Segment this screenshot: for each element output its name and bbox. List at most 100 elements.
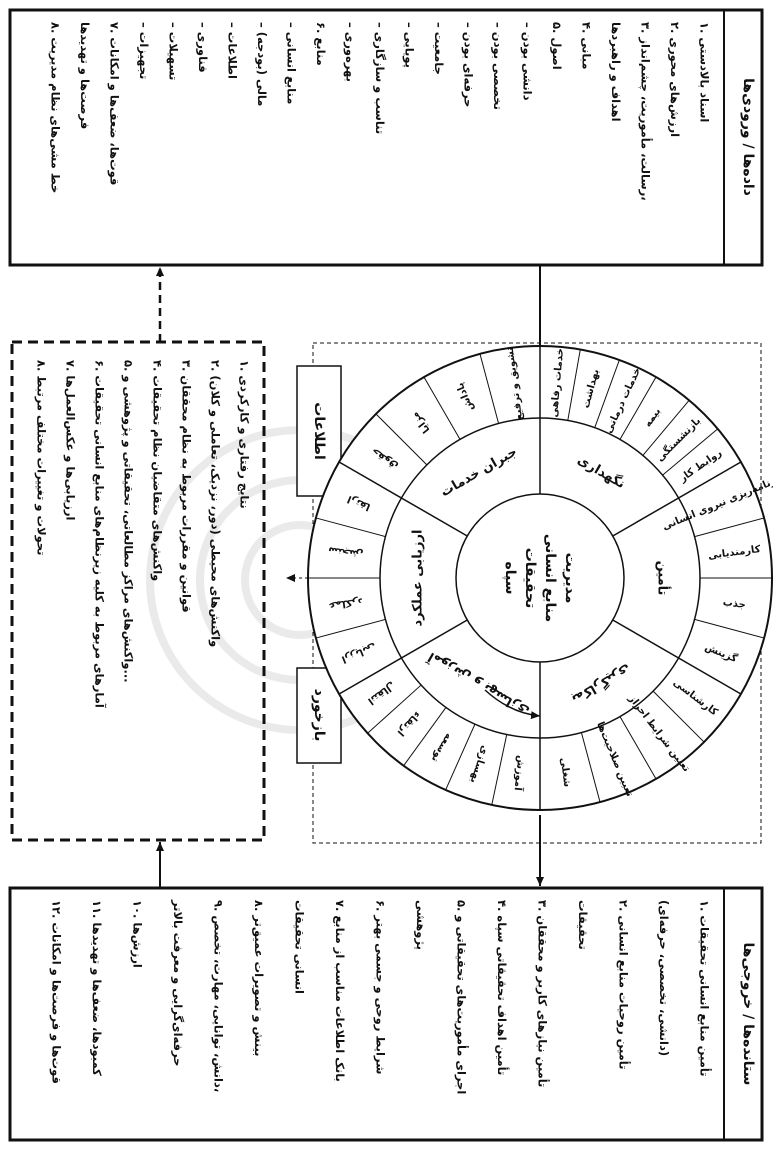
wheel-item-divider: [403, 707, 447, 766]
outputs-list: ۱. تأمین منابع انسانی تحقیقات(دانشی، تخص…: [49, 899, 713, 1094]
wheel-item-divider: [694, 517, 765, 538]
inputs-box: [8, 8, 764, 267]
inputs-item: اهداف و راهبردها: [608, 22, 623, 122]
wheel-item-divider: [315, 517, 386, 538]
inputs-item: – منابع انسانی: [285, 22, 299, 104]
outputs-item: ۸. بینش و تصویرات عمیق‌تر: [251, 900, 266, 1056]
environment-item: ۵. واکنش‌های مراکز مطالعاتی، تحقیقاتی و …: [121, 360, 136, 683]
inputs-item-text: – مالی (بودجه): [254, 22, 269, 106]
inputs-item: – فناوری: [195, 22, 210, 73]
wheel-item-label: جذب: [722, 597, 746, 611]
outputs-item-text: ۱۲. قوت‌ها و فرصت‌ها و امکانات: [49, 900, 64, 1084]
environment-item-text: ۳. قوانین و مقررات مربوط به نظام محققان: [179, 360, 194, 613]
inputs-title-group: داده‌ها / ورودی‌ها: [740, 78, 756, 196]
wheel-item-divider: [375, 413, 428, 466]
outputs-item: ۲. تأمین روحیات منابع انسانی: [616, 900, 632, 1069]
wheel-item-label: سنجش: [327, 544, 364, 560]
wheel-item-label: عملکرد: [328, 595, 364, 610]
environment-item-text: ۷. ارزیابی‌ها و عکس‌العمل‌ها: [63, 360, 78, 520]
feedback-label-group: بازخورد: [311, 689, 327, 742]
wheel-inner-ring: [455, 493, 625, 663]
outputs-item-text: ۱۱. کمبودها، ضعف‌ها و تهدیدها: [89, 900, 104, 1076]
inputs-item: ۵. اصول: [549, 22, 564, 70]
outputs-item-text: انسانی تحقیقات: [293, 900, 307, 994]
outputs-item: ۶. شرایط روحی و جسمی بهتر: [373, 900, 388, 1074]
environment-item: ۴. واکنش‌های متقاضیان نظام تحقیقات: [150, 360, 165, 581]
environment-item: ۷. ارزیابی‌ها و عکس‌العمل‌ها: [63, 360, 78, 520]
wheel-item-divider: [594, 359, 620, 428]
inputs-item-text: ۸. خط مشی‌های نظام مدیریت: [49, 22, 63, 193]
outputs-item: ۵. اجرای مأموریت‌های تحقیقاتی و: [454, 900, 470, 1094]
inputs-item-text: ۱. اسناد بالادستی: [698, 22, 712, 122]
inputs-item-text: فرصت‌ها و تهدیدها: [77, 22, 92, 129]
outputs-item: ۱۱. کمبودها، ضعف‌ها و تهدیدها: [89, 900, 104, 1076]
outputs-item: حرفه‌ای‌گرایی و معرفت بالاتر: [170, 899, 185, 1066]
outputs-item-text: پژوهشی: [413, 900, 428, 950]
feedback-label: بازخورد: [311, 689, 327, 742]
environment-item: ۳. قوانین و مقررات مربوط به نظام محققان: [179, 360, 194, 613]
environment-item: ۸. تحولات و تغییرات مختلف مرتبط: [34, 360, 49, 555]
inputs-item: – حرفه‌ای بودن: [461, 22, 476, 107]
wheel-center-text: تحقیقات: [522, 548, 538, 609]
inputs-title: داده‌ها / ورودی‌ها: [740, 78, 756, 196]
inputs-item: – بهره‌وری: [343, 22, 358, 82]
outputs-item: ۴. تأمین اهداف تحقیقاتی سپاه: [495, 900, 510, 1075]
inputs-item-text: – حرفه‌ای بودن: [461, 22, 476, 107]
outputs-item: انسانی تحقیقات: [293, 900, 307, 994]
inputs-item-text: – تناسب و سازگاری: [372, 22, 387, 134]
inputs-item: – تناسب و سازگاری: [372, 22, 387, 134]
wheel-item-label: آموزش: [512, 755, 529, 792]
wheel-center-text: منابع انسانی: [542, 534, 558, 622]
outputs-item: ۷. بانک اطلاعات مناسب از منابع: [333, 900, 347, 1082]
wheel-item-divider: [619, 716, 657, 780]
outputs-item-text: ۲. تأمین روحیات منابع انسانی: [616, 900, 632, 1069]
outputs-item-text: ۷. بانک اطلاعات مناسب از منابع: [333, 900, 347, 1082]
environment-item-text: ۲. واکنش‌های محیطی (دور، نزدیک، تعاملی و…: [208, 360, 223, 647]
inputs-item-text: – بهره‌وری: [343, 22, 358, 82]
wheel-item-divider: [479, 353, 500, 424]
inputs-item: ۱. اسناد بالادستی: [698, 22, 712, 122]
wheel-item-divider: [567, 349, 581, 421]
inputs-item-text: ۵. اصول: [549, 22, 564, 70]
wheel-center-text: مدیریت: [562, 553, 578, 604]
environment-list: ۱. نتایج رفتاری و کارکردی ۲. واکنش‌های مح…: [34, 360, 252, 709]
inputs-item-text: ۶. منابع: [314, 22, 328, 66]
environment-item: ۶. آمارهای مربوط به کلیه زیرنظام‌های منا…: [92, 360, 107, 709]
inputs-item-text: – جامعیت: [432, 22, 446, 75]
wheel-sector-divider: [338, 619, 468, 695]
inputs-item-text: اهداف و راهبردها: [608, 22, 623, 122]
inputs-item: ۶. منابع: [314, 22, 328, 66]
wheel-item-label: شغلی: [558, 757, 573, 788]
outputs-box: [8, 886, 764, 1142]
environment-box: [10, 340, 266, 842]
inputs-item-text: – تخصصی بودن: [490, 22, 505, 110]
outputs-title-group: ستانده‌ها / خروجی‌ها: [740, 943, 756, 1086]
outputs-item: ۱۲. قوت‌ها و فرصت‌ها و امکانات: [49, 900, 64, 1084]
environment-item-text: ۴. واکنش‌های متقاضیان نظام تحقیقات: [150, 360, 165, 581]
inputs-item: ۷. قوت‌ها، ضعف‌ها و امکانات: [107, 22, 122, 185]
environment-item-text: ۵. واکنش‌های مراکز مطالعاتی، تحقیقاتی و …: [121, 360, 136, 683]
inputs-item-text: – دانشی بودن: [520, 22, 535, 101]
outputs-item-text: ۴. تأمین اهداف تحقیقاتی سپاه: [495, 900, 510, 1075]
outputs-item-text: (دانشی، تخصصی، حرفه‌ای): [657, 900, 671, 1056]
inputs-item: – مالی (بودجه): [254, 22, 269, 106]
wheel-item-divider: [619, 376, 657, 440]
wheel-item-divider: [367, 684, 422, 734]
wheel-item-divider: [652, 690, 705, 743]
environment-item: ۱. نتایج رفتاری و کارکردی: [237, 360, 252, 509]
wheel-sector-label: تأمین: [655, 561, 672, 596]
inputs-item: ۸. خط مشی‌های نظام مدیریت: [49, 22, 63, 193]
wheel-sector-divider: [612, 619, 742, 695]
inputs-item: ۴. مبانی: [580, 22, 594, 70]
outputs-item: ۹. دانش، توانایی، مهارت، تخصص،: [211, 900, 226, 1092]
inputs-item: فرصت‌ها و تهدیدها: [77, 22, 92, 129]
wheel-item-divider: [580, 732, 601, 803]
inputs-item: – تخصصی بودن: [490, 22, 505, 110]
environment-item-text: ۸. تحولات و تغییرات مختلف مرتبط: [34, 360, 49, 555]
inputs-item-text: ۳. رسالت، مأموریت، چشم‌انداز،: [638, 22, 654, 201]
